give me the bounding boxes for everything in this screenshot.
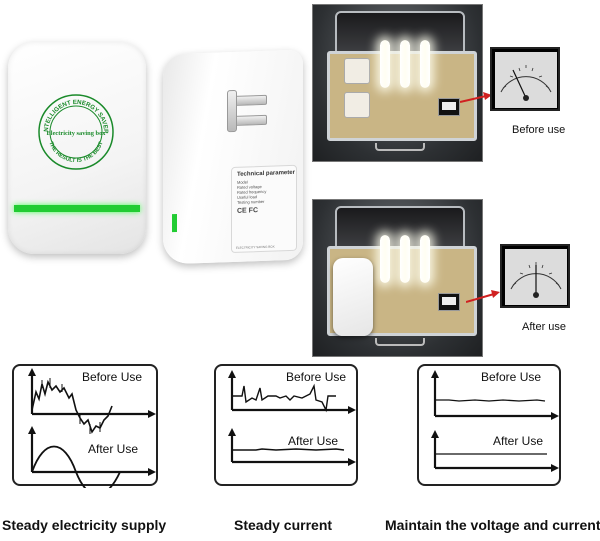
after-use-caption: After use [522,321,567,333]
technical-parameter-label: Technical parameter Model Rated voltage … [231,164,297,254]
clean-sine-waveform [31,445,121,488]
led-indicator-bar [14,205,140,212]
steady-current-line [232,448,345,451]
label-footer: ELECTRICITY SAVING BOX [236,244,275,250]
analog-meter-before [490,47,560,111]
wall-socket [344,58,370,84]
label-row: Testing number [237,198,265,205]
lamp [400,235,410,283]
svg-text:THE RESULT IS THE BEST: THE RESULT IS THE BEST [47,140,104,164]
badge-center-text: Electricity saving box [47,130,107,137]
svg-text:INTELLIGENT ENERGY SAVER: INTELLIGENT ENERGY SAVER [36,92,109,134]
after-use-label: After Use [88,442,139,456]
analog-meter-after [500,244,570,308]
lamp [420,235,430,283]
slightly-unsteady-line [435,399,546,402]
lamp [420,40,430,88]
badge-bottom-text: THE RESULT IS THE BEST [47,140,104,164]
lamp [380,235,390,283]
before-use-label: Before Use [481,370,542,384]
mini-meter [438,293,460,311]
arrow-right-icon [466,290,500,303]
waveform-panel-supply: Before Use After Use [12,364,158,488]
waveform-panel-current: Before Use After Use [214,364,358,486]
wall-socket [344,92,370,118]
waveform-panel-voltage: Before Use After Use [417,364,561,486]
mini-meter [438,98,460,116]
caption-maintain-voltage: Maintain the voltage and current [385,517,600,533]
case-body [327,40,477,141]
after-use-label: After Use [288,434,339,448]
energy-saver-side-view: Technical parameter Model Rated voltage … [163,49,303,265]
before-use-label: Before Use [82,370,143,384]
test-case-photo-after [312,199,483,357]
badge-top-text: INTELLIGENT ENERGY SAVER [36,92,109,134]
test-case-photo-before [312,4,483,162]
noisy-waveform [31,379,113,434]
plug-prong-bottom [233,114,267,126]
case-handle [375,338,425,346]
before-use-caption: Before use [512,124,566,136]
caption-steady-current: Steady current [234,517,333,533]
before-use-label: Before Use [286,370,347,384]
caption-steady-supply: Steady electricity supply [2,517,167,533]
energy-saver-badge: INTELLIGENT ENERGY SAVER THE RESULT IS T… [36,92,114,170]
arrow-right-icon [460,92,492,103]
spiky-current-line [232,383,336,413]
case-handle [375,143,425,151]
energy-saver-front-view: INTELLIGENT ENERGY SAVER THE RESULT IS T… [8,42,146,254]
lamp [380,40,390,88]
lamp [400,40,410,88]
energy-saver-plugged-in [333,258,373,336]
label-title: Technical parameter [237,169,295,178]
after-use-label: After Use [493,434,544,448]
side-led-indicator [172,213,177,233]
certification-marks: CE FC [237,207,258,215]
plug-base [227,89,237,133]
plug-prong-top [233,94,267,106]
